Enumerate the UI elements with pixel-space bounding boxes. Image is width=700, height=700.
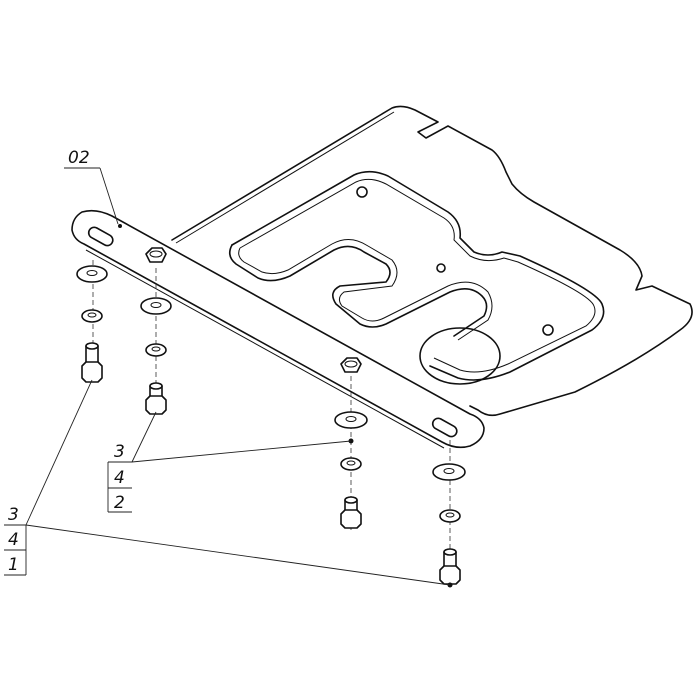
label-group-a-middle: 4 xyxy=(114,468,125,488)
stiffening-rib-outer xyxy=(231,170,605,381)
bolt-1 xyxy=(81,342,103,383)
bolt-2 xyxy=(145,382,167,415)
callout-02: 02 xyxy=(64,148,119,225)
label-group-b-bottom: 1 xyxy=(8,555,19,575)
flat-washer-3 xyxy=(334,411,368,429)
plate-hole-1 xyxy=(356,186,368,198)
bolt-3 xyxy=(340,496,362,529)
lock-washer-1 xyxy=(81,309,103,323)
lock-washer-3 xyxy=(340,457,362,471)
rib-channel-loop xyxy=(228,244,488,337)
lock-washer-4 xyxy=(439,509,461,523)
label-group-a-top: 3 xyxy=(114,442,125,462)
label-group-b-middle: 4 xyxy=(8,530,19,550)
mounting-slot-right xyxy=(431,417,458,438)
label-group-a-bottom: 2 xyxy=(114,493,125,513)
plate-hole-3 xyxy=(542,324,554,336)
label-group-b-top: 3 xyxy=(8,505,19,525)
skid-plate xyxy=(171,105,693,417)
callout-group-a: 3 4 2 xyxy=(107,411,352,513)
flat-washer-4 xyxy=(432,463,466,481)
bolt-4 xyxy=(439,548,461,585)
mounting-slot-left xyxy=(87,226,114,247)
skid-plate-outline xyxy=(171,105,693,417)
rib-channel-loop-inner xyxy=(238,239,493,341)
hex-nut-left xyxy=(145,247,167,263)
plate-hole-2 xyxy=(436,263,446,273)
flat-washer-1 xyxy=(76,265,108,283)
mounting-bar xyxy=(71,209,485,449)
lock-washer-2 xyxy=(145,343,167,357)
hex-nut-right xyxy=(340,357,362,373)
drain-hole xyxy=(419,327,501,385)
bar-hole-marker xyxy=(118,224,122,228)
label-plate-part: 02 xyxy=(68,148,90,168)
stiffening-rib-inner xyxy=(239,178,596,373)
skid-plate-inner-edge xyxy=(175,111,395,244)
callout-group-b: 3 4 1 xyxy=(4,379,451,586)
mounting-bar-bottom-edge xyxy=(85,249,445,449)
flat-washer-2 xyxy=(140,297,172,315)
mounting-bar-body xyxy=(71,209,485,449)
